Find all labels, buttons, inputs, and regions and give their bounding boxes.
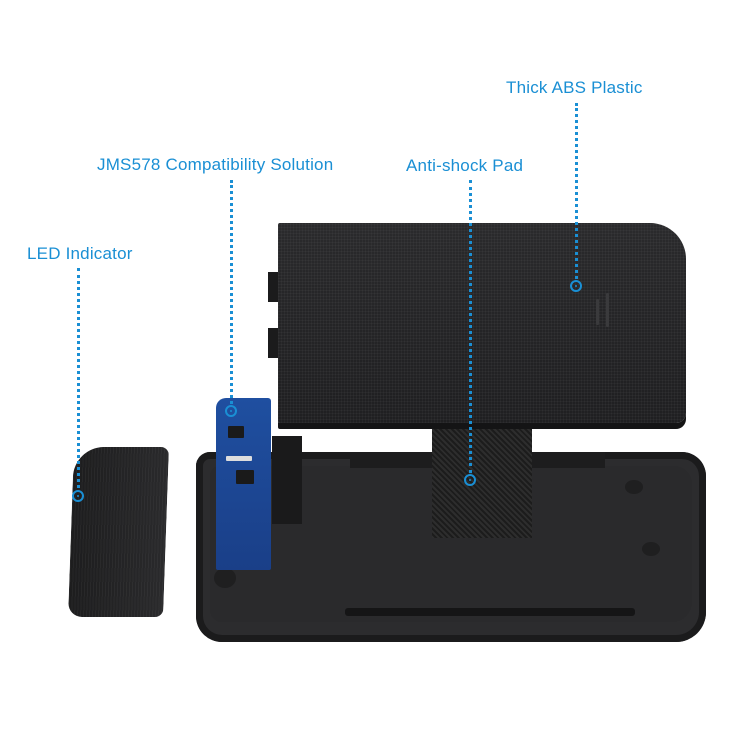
led-end-cap [68,447,169,617]
target-icon [570,280,582,292]
label-jms578: JMS578 Compatibility Solution [97,155,334,174]
lid-clip [268,272,278,302]
anti-shock-pad [432,420,532,538]
label-led-indicator: LED Indicator [27,244,133,263]
leader-line-led [77,268,80,488]
label-anti-shock-pad: Anti-shock Pad [406,156,524,175]
enclosure-lid [278,223,686,423]
target-icon [464,474,476,486]
drive-slot [345,608,635,616]
leader-line-abs [575,103,578,279]
target-icon [225,405,237,417]
screw-hole [214,568,236,588]
sata-connector [272,436,302,524]
target-icon [72,490,84,502]
lid-clip [268,328,278,358]
screw-hole [642,542,660,556]
leader-line-jms578 [230,180,233,404]
label-thick-abs-plastic: Thick ABS Plastic [506,78,643,97]
leader-line-pad [469,180,472,473]
screw-hole [625,480,643,494]
jms578-pcb [216,398,271,570]
